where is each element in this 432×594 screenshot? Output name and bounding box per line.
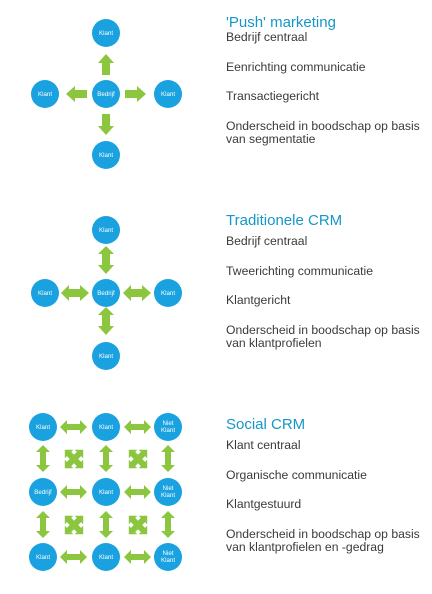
node-label: Klant [38,91,52,98]
arrow-down-double [98,307,114,335]
node-bottom: Klant [92,342,120,370]
item-1: Klant centraal [226,438,301,452]
node-label: Klant [99,30,113,37]
node-bottom: Klant [92,141,120,169]
node-label-line: Niet [162,550,173,557]
cross-arrow-1 [64,449,84,469]
push-text: 'Push' marketing Bedrijf centraal Eenric… [226,14,426,147]
arrow-h-r0-a [60,420,87,434]
node-label: Bedrijf [34,489,52,496]
node-label: Klant [99,489,113,496]
arrow-v-c2-a [161,445,175,472]
crm-diagram-svg: Klant Klant Bedrijf Klant Klant [31,216,182,370]
arrow-h-r1-a [60,485,87,499]
node-label: Klant [99,152,113,159]
push-diagram-svg: Klant Klant Bedrijf Klant Klant [31,19,182,169]
node-label: Klant [161,290,175,297]
item-1: Bedrijf centraal [226,234,308,248]
arrow-h-r2-b [124,550,151,564]
node-r2-c0: Klant [29,543,57,571]
node-label: Klant [38,290,52,297]
node-label: Klant [36,424,50,431]
horizontal-arrows [60,420,151,564]
item-1: Bedrijf centraal [226,30,308,44]
node-label-line: Klant [161,427,175,434]
node-r1-c0: Bedrijf [29,478,57,506]
cross-arrow-3 [64,515,84,535]
node-label: Bedrijf [97,290,115,297]
node-r0-c0: Klant [29,413,57,441]
arrow-right-double [123,285,151,301]
node-center: Bedrijf [92,80,120,108]
diagonal-arrows [64,449,148,535]
node-right: Klant [154,80,182,108]
arrow-up [98,54,114,75]
node-left: Klant [31,80,59,108]
node-r2-c1: Klant [92,543,120,571]
arrow-v-c0-a [36,445,50,472]
node-label-line: Klant [161,557,175,564]
section-title: Social CRM [226,416,306,433]
push-diagram: Klant Klant Bedrijf Klant Klant [0,0,210,185]
node-label: Bedrijf [97,91,115,98]
item-3: Klantgestuurd [226,497,302,511]
item-4: Onderscheid in boodschap op basis van kl… [226,526,420,554]
node-center: Bedrijf [92,279,120,307]
arrow-up-double [98,246,114,274]
arrow-right [125,86,146,102]
node-r1-c1: Klant [92,478,120,506]
node-top: Klant [92,19,120,47]
section-title: 'Push' marketing [226,14,336,31]
arrow-v-c1-a [99,445,113,472]
node-label: Klant [36,554,50,561]
node-label: Klant [99,353,113,360]
social-text: Social CRM Klant centraal Organische com… [226,416,426,555]
item-2: Eenrichting communicatie [226,59,366,74]
arrow-v-c1-b [99,511,113,538]
section-push-marketing: Klant Klant Bedrijf Klant Klant 'Push' m… [0,0,432,190]
node-label: Klant [99,424,113,431]
arrow-h-r0-b [124,420,151,434]
item-2: Organische communicatie [226,467,367,482]
node-right: Klant [154,279,182,307]
node-top: Klant [92,216,120,244]
vertical-arrows [36,445,175,538]
item-2: Tweerichting communicatie [226,263,373,278]
item-4: Onderscheid in boodschap op basis van kl… [226,322,420,350]
arrow-left-double [61,285,89,301]
section-traditionele-crm: Klant Klant Bedrijf Klant Klant Traditio… [0,196,432,386]
node-r0-c1: Klant [92,413,120,441]
item-3: Transactiegericht [226,89,320,103]
arrow-h-r2-a [60,550,87,564]
arrow-v-c0-b [36,511,50,538]
arrow-v-c2-b [161,511,175,538]
node-label: Klant [99,554,113,561]
node-label-line: Niet [162,420,173,427]
node-label: Klant [161,91,175,98]
section-title: Traditionele CRM [226,212,343,229]
arrow-down [98,114,114,135]
node-left: Klant [31,279,59,307]
cross-arrow-2 [128,449,148,469]
node-label: Klant [99,227,113,234]
arrow-left [66,86,87,102]
node-label-line: Niet [162,485,173,492]
node-label-line: Klant [161,492,175,499]
arrow-h-r1-b [124,485,151,499]
crm-diagram: Klant Klant Bedrijf Klant Klant [0,196,210,381]
item-4: Onderscheid in boodschap op basis van se… [226,118,420,146]
item-3: Klantgericht [226,293,291,307]
crm-text: Traditionele CRM Bedrijf centraal Tweeri… [226,212,426,351]
cross-arrow-4 [128,515,148,535]
